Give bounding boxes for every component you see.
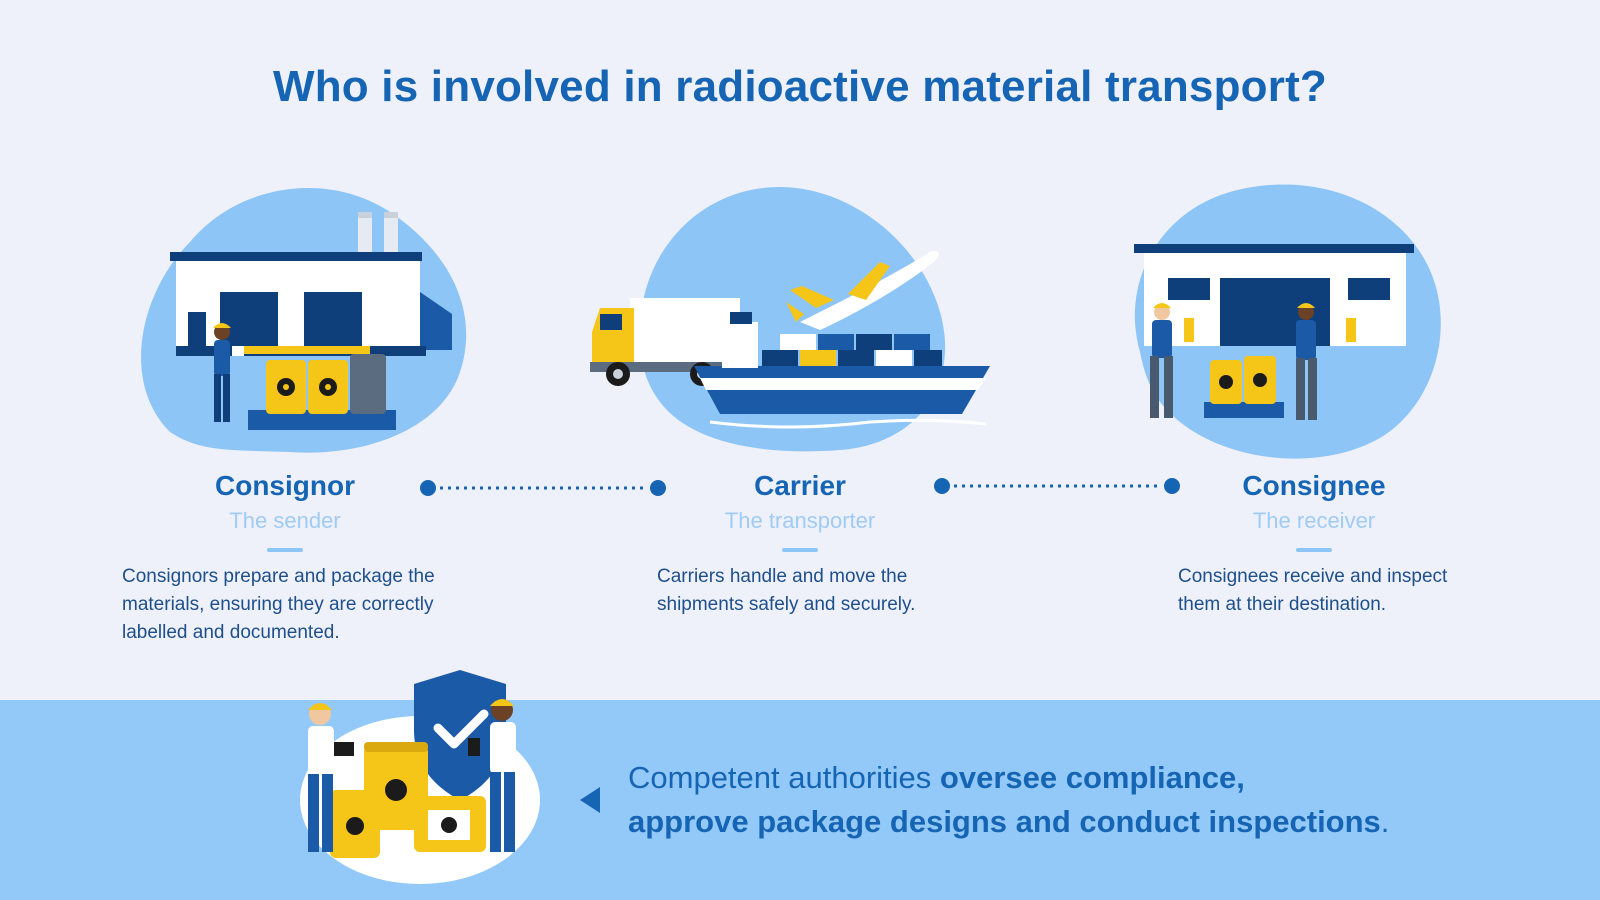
worker-icon [308, 699, 516, 852]
warehouse-icon [1134, 244, 1414, 346]
authority-bold-2: approve package designs and conduct insp… [628, 804, 1381, 839]
consignor-description: Consignors prepare and package the mater… [122, 566, 435, 643]
consignor-title: Consignor [215, 470, 355, 501]
consignor-divider [267, 548, 303, 552]
consignor-role: Consignor The sender [85, 470, 485, 552]
worker-icon [213, 323, 244, 422]
radiation-barrel-icon [330, 742, 486, 858]
carrier-role: Carrier The transporter [600, 470, 1000, 552]
consignee-role: Consignee The receiver [1114, 470, 1514, 552]
radiation-barrel-icon [1204, 356, 1284, 418]
consignee-title: Consignee [1242, 470, 1386, 501]
consignee-subtitle: The receiver [1252, 508, 1376, 533]
carrier-divider [782, 548, 818, 552]
factory-icon [170, 212, 452, 356]
consignee-description: Consignees receive and inspect them at t… [1178, 566, 1448, 615]
authority-suffix: . [1380, 804, 1390, 839]
radiation-barrel-icon [248, 354, 396, 430]
page-title: Who is involved in radioactive material … [272, 62, 1327, 111]
carrier-subtitle: The transporter [724, 508, 876, 533]
worker-icon [1150, 303, 1317, 420]
authority-statement: Competent authorities oversee compliance… [628, 756, 1389, 844]
carrier-illustration [590, 187, 990, 452]
authority-bold-1: oversee compliance, [939, 760, 1245, 795]
shield-check-icon [414, 670, 506, 800]
consignor-illustration [141, 188, 467, 453]
airplane-icon [786, 250, 939, 330]
carrier-description: Carriers handle and move the shipments s… [657, 566, 916, 615]
connector-carrier-consignee [934, 478, 1180, 494]
authority-illustration [300, 670, 540, 884]
consignee-illustration [1134, 184, 1441, 459]
authority-band [0, 700, 1600, 900]
connector-consignor-carrier [420, 480, 666, 496]
carrier-title: Carrier [754, 470, 846, 501]
consignee-divider [1296, 548, 1332, 552]
consignor-subtitle: The sender [229, 508, 341, 533]
authority-prefix: Competent authorities [628, 760, 940, 795]
pointer-arrow-icon [580, 787, 600, 813]
ship-icon [694, 312, 990, 429]
